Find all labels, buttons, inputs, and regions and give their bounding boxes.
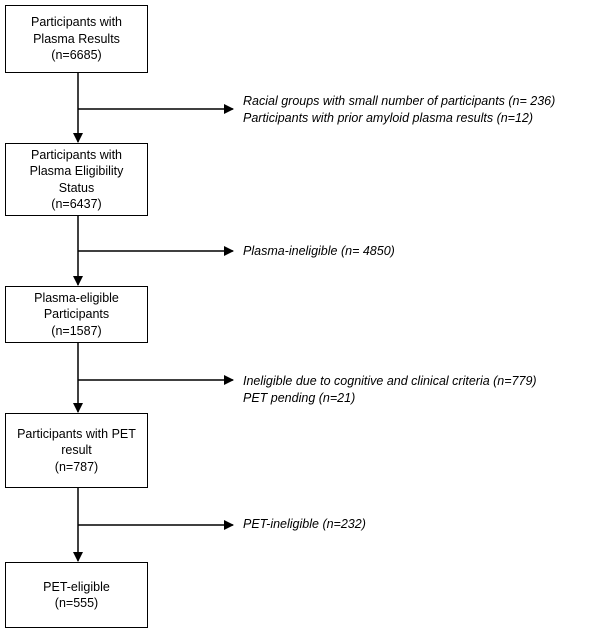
box-plasma-eligibility-status: Participants with Plasma Eligibility Sta… xyxy=(5,143,148,216)
exclusion-note-4: PET-ineligible (n=232) xyxy=(243,516,366,533)
note-line: Participants with prior amyloid plasma r… xyxy=(243,111,534,125)
box-line: Plasma Eligibility xyxy=(29,164,124,178)
box-line: Plasma Results xyxy=(33,31,120,46)
box-line: Plasma-eligible xyxy=(34,290,119,305)
box-line: Participants with PET xyxy=(17,426,136,441)
box-line: Participants with xyxy=(30,147,122,162)
box-plasma-eligible: Plasma-eligible Participants (n=1587) xyxy=(5,286,148,343)
box-pet-eligible: PET-eligible (n=555) xyxy=(5,562,148,628)
note-line: PET-ineligible (n=232) xyxy=(243,517,366,531)
note-line: Racial groups with small number of parti… xyxy=(243,94,556,108)
note-line: Plasma-ineligible (n= 4850) xyxy=(243,244,395,258)
box-line: (n=6437) xyxy=(51,197,102,211)
exclusion-note-1: Racial groups with small number of parti… xyxy=(243,93,555,127)
box-line: result xyxy=(61,443,92,458)
box-plasma-results: Participants with Plasma Results (n=6685… xyxy=(5,5,148,73)
box-line: Participants xyxy=(43,307,110,322)
note-line: Ineligible due to cognitive and clinical… xyxy=(243,374,537,388)
box-line: Status xyxy=(58,180,95,195)
box-line: (n=787) xyxy=(54,459,99,474)
box-line: (n=1587) xyxy=(51,323,102,338)
box-pet-result: Participants with PET result (n=787) xyxy=(5,413,148,488)
box-line: (n=555) xyxy=(54,596,99,610)
note-line: PET pending (n=21) xyxy=(243,391,356,405)
box-line: (n=6685) xyxy=(51,48,102,63)
box-line: PET-eligible xyxy=(43,579,110,594)
exclusion-note-3: Ineligible due to cognitive and clinical… xyxy=(243,373,537,407)
exclusion-note-2: Plasma-ineligible (n= 4850) xyxy=(243,243,395,260)
box-line: Participants with xyxy=(30,15,122,30)
